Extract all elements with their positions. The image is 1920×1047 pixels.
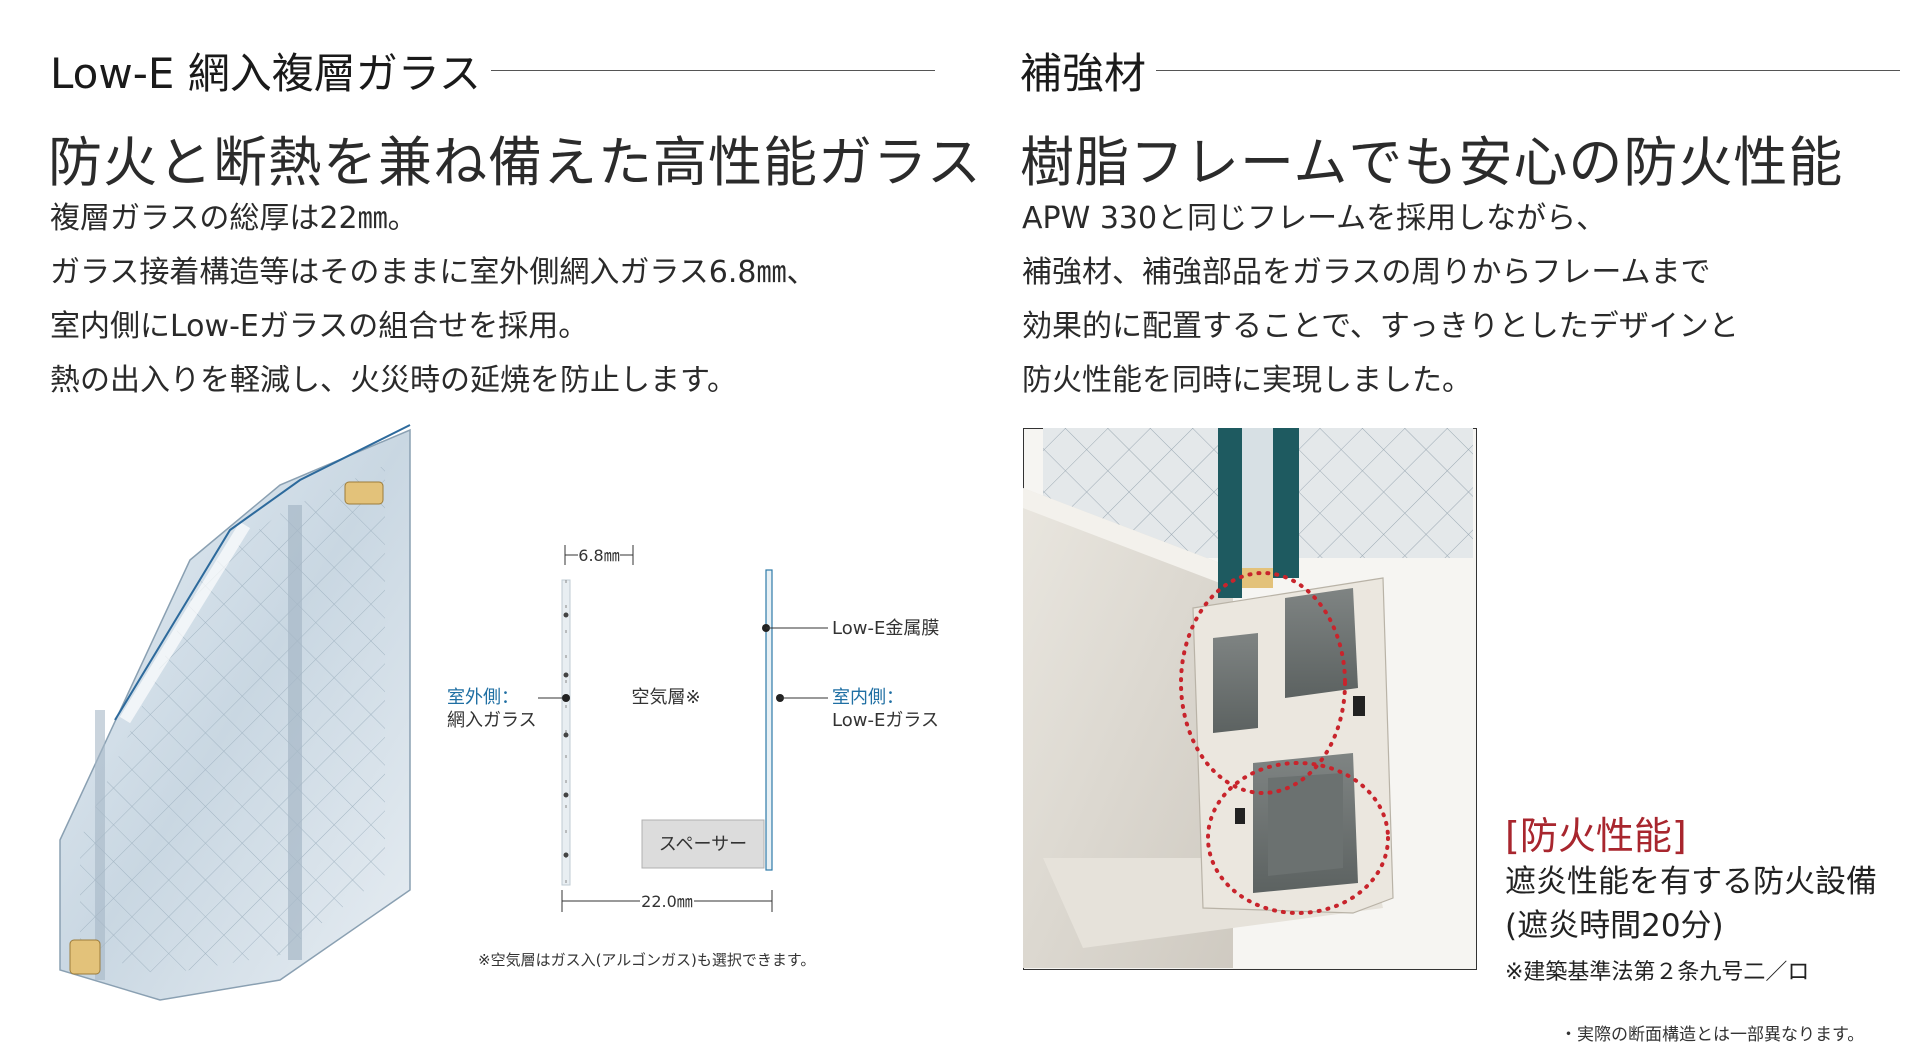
cross-section-footnote: ・実際の断面構造とは一部異なります。 <box>1560 1025 1865 1045</box>
left-section-rule <box>490 70 935 71</box>
right-section-rule <box>1156 70 1900 71</box>
left-paragraph-line: 室内側にLow-Eガラスの組合せを採用。 <box>50 309 589 344</box>
frame-cross-section-photo <box>1023 428 1477 970</box>
lowe-film-label: Low-E金属膜 <box>832 618 939 639</box>
right-paragraph-line: 防火性能を同時に実現しました。 <box>1022 363 1472 398</box>
glass-cross-section-diagram: 6.8㎜ スペーサー 22.0㎜ 室外側： 網入ガラス 空気層※ Low-E金属… <box>447 545 939 969</box>
left-paragraph: 複層ガラスの総厚は22㎜。 ガラス接着構造等はそのままに室外側網入ガラス6.8㎜… <box>50 192 817 408</box>
right-paragraph-line: 効果的に配置することで、すっきりとしたデザインと <box>1022 309 1739 344</box>
inner-glass-label: Low-Eガラス <box>832 710 939 731</box>
air-layer-label: 空気層※ <box>631 687 700 708</box>
left-section-title: Low-E 網入複層ガラス <box>50 49 481 98</box>
fire-reinforcement-circle-upper <box>1179 571 1347 795</box>
fire-performance-line1: 遮炎性能を有する防火設備 <box>1505 864 1877 900</box>
fire-performance-title: [防火性能] <box>1505 814 1687 858</box>
inner-side-label: 室内側： <box>832 687 904 708</box>
outer-side-label: 室外側： <box>447 687 519 708</box>
fire-performance-note: ※建築基準法第２条九号二／ロ <box>1505 960 1810 985</box>
right-paragraph-line: APW 330と同じフレームを採用しながら、 <box>1022 201 1607 236</box>
spacer-bottom-illustration <box>69 939 101 975</box>
left-paragraph-line: 複層ガラスの総厚は22㎜。 <box>50 201 418 236</box>
left-paragraph-line: ガラス接着構造等はそのままに室外側網入ガラス6.8㎜、 <box>50 255 817 290</box>
left-section-header: Low-E 網入複層ガラス <box>50 40 935 101</box>
spacer-label: スペーサー <box>659 834 747 855</box>
dim-bottom-label: 22.0㎜ <box>641 892 693 911</box>
right-paragraph: APW 330と同じフレームを採用しながら、 補強材、補強部品をガラスの周りから… <box>1022 192 1739 408</box>
air-layer-note: ※空気層はガス入(アルゴンガス)も選択できます。 <box>478 951 815 969</box>
right-section-header: 補強材 <box>1020 40 1900 101</box>
outer-glass-label: 網入ガラス <box>447 710 537 731</box>
glass-cutaway-illustration <box>59 424 411 1001</box>
left-headline: 防火と断熱を兼ね備えた高性能ガラス <box>48 131 982 194</box>
fire-reinforcement-circle-lower <box>1206 761 1390 915</box>
fire-performance-line2: (遮炎時間20分) <box>1505 908 1724 944</box>
left-paragraph-line: 熱の出入りを軽減し、火災時の延焼を防止します。 <box>50 363 737 398</box>
fire-performance-block: [防火性能] 遮炎性能を有する防火設備 (遮炎時間20分) ※建築基準法第２条九… <box>1505 805 1877 986</box>
right-section-title: 補強材 <box>1020 49 1147 98</box>
dim-top-label: 6.8㎜ <box>578 546 619 565</box>
right-headline: 樹脂フレームでも安心の防火性能 <box>1020 131 1844 194</box>
spacer-top-illustration <box>344 481 384 505</box>
right-paragraph-line: 補強材、補強部品をガラスの周りからフレームまで <box>1022 255 1711 290</box>
